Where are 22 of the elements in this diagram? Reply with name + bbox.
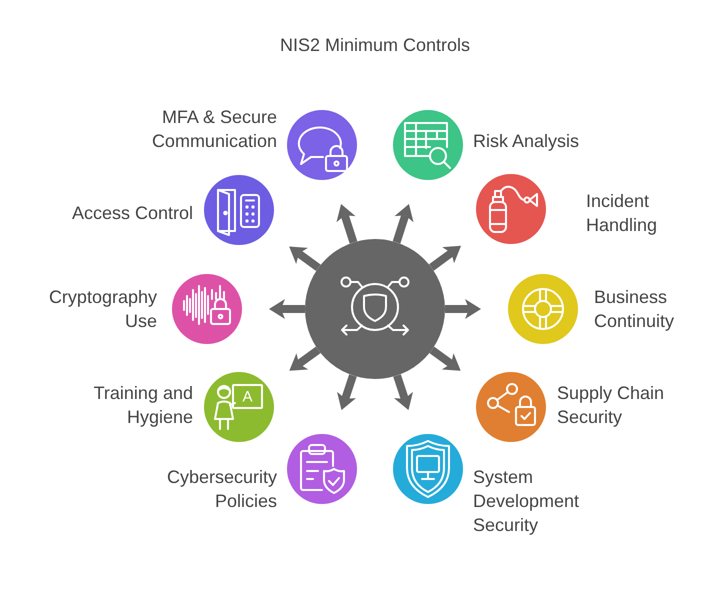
node-label: Incident Handling: [586, 190, 658, 237]
diagram-title: NIS2 Minimum Controls: [280, 35, 470, 55]
arrow: [429, 246, 462, 271]
arrow: [392, 204, 414, 244]
node-label: Training and Hygiene: [92, 382, 193, 429]
node-label: Risk Analysis: [473, 130, 580, 153]
arrow: [393, 374, 413, 410]
board-letter: A: [242, 389, 252, 404]
node-label: System Development Security: [473, 466, 580, 537]
node-label: Supply Chain Security: [557, 382, 666, 429]
node-label: Cryptography Use: [48, 286, 157, 333]
node-label: Cybersecurity Policies: [166, 466, 277, 513]
node-label: Business Continuity: [594, 286, 676, 333]
arrow: [336, 204, 358, 244]
arrow: [269, 299, 305, 319]
arrow: [429, 346, 461, 371]
arrow: [289, 246, 321, 272]
arrow: [445, 299, 481, 319]
arrow: [289, 346, 321, 371]
arrow: [337, 374, 357, 410]
node-label: Access Control: [70, 202, 193, 225]
node-label: MFA & Secure Communication: [150, 106, 277, 153]
